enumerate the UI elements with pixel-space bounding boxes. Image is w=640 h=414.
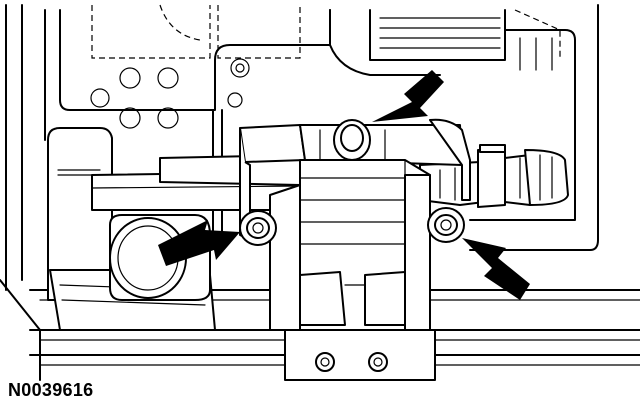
left-bolt-arrow (158, 220, 240, 266)
upper-center-bolt (319, 119, 386, 161)
upper-bolt-arrow (372, 70, 444, 122)
right-bolt-arrow (462, 238, 530, 300)
figure-reference-id: N0039616 (8, 380, 94, 400)
right-mounting-bolt (427, 207, 465, 243)
background-panel (5, 4, 599, 291)
electrical-connector (477, 144, 569, 208)
left-mounting-bolt (239, 210, 277, 246)
